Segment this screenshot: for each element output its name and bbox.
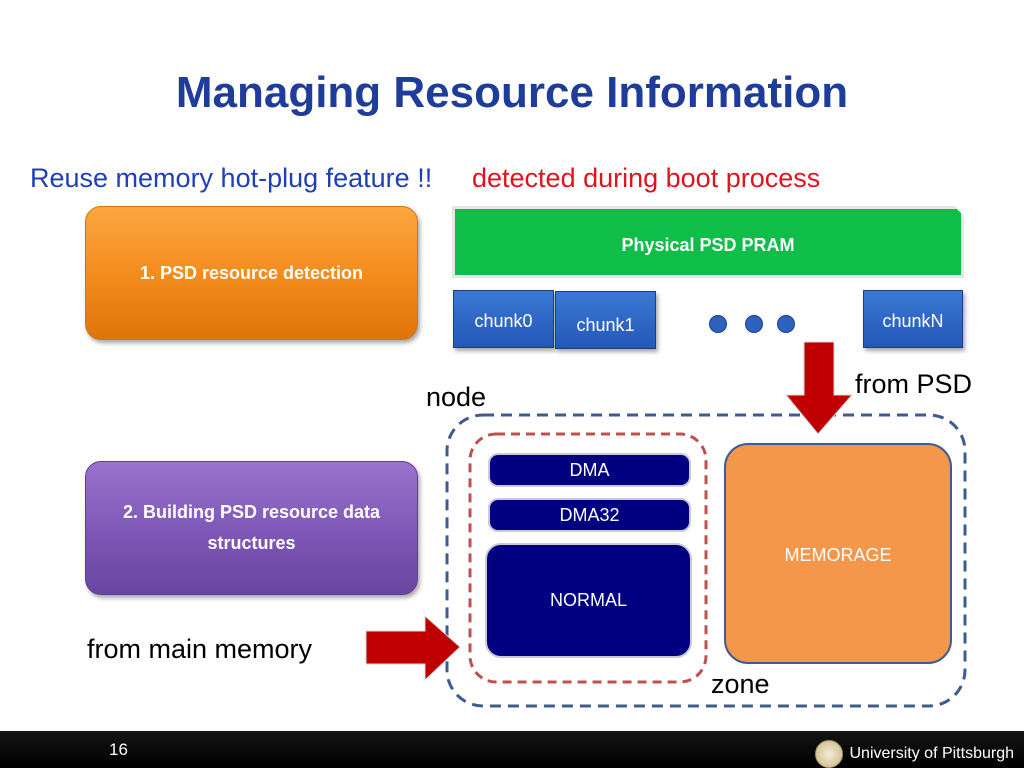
zone-dma: DMA [488, 453, 691, 487]
ellipsis-dot-3 [777, 315, 795, 333]
label-node: node [426, 382, 487, 412]
university-seal-icon [815, 740, 844, 768]
chunk1-box: chunk1 [555, 291, 656, 349]
zone-dma32: DMA32 [488, 498, 691, 532]
arrow-down-from-psd [784, 341, 854, 435]
subtitle-blue-text: Reuse memory hot-plug feature !! [30, 163, 433, 193]
chunk0-box: chunk0 [453, 290, 554, 348]
ellipsis-dot-1 [709, 315, 727, 333]
footer-bar [0, 731, 1024, 768]
university-branding: University of Pittsburgh [815, 740, 1014, 768]
page-number: 16 [109, 740, 128, 759]
physical-psd-pram-bar: Physical PSD PRAM [452, 206, 964, 278]
zone-dashed-boundary [468, 432, 708, 684]
chunkN-box: chunkN [863, 290, 963, 348]
label-zone: zone [711, 669, 770, 699]
label-from-main-memory: from main memory [87, 634, 313, 664]
university-name: University of Pittsburgh [849, 745, 1014, 762]
step1-psd-resource-detection: 1. PSD resource detection [85, 206, 418, 340]
node-dashed-boundary [445, 413, 967, 708]
step2-building-data-structures: 2. Building PSD resource data structures [85, 461, 418, 595]
slide-title: Managing Resource Information [175, 68, 849, 117]
zone-normal: NORMAL [485, 543, 692, 658]
subtitle-red-text: detected during boot process [472, 163, 821, 193]
zone-memorage: MEMORAGE [724, 443, 952, 664]
ellipsis-dot-2 [745, 315, 763, 333]
arrow-right-from-main-memory [365, 614, 461, 682]
step2-label: 2. Building PSD resource data structures [122, 502, 381, 553]
pram-label: Physical PSD PRAM [621, 235, 795, 255]
step1-label: 1. PSD resource detection [139, 262, 364, 283]
label-from-psd: from PSD [855, 369, 973, 399]
